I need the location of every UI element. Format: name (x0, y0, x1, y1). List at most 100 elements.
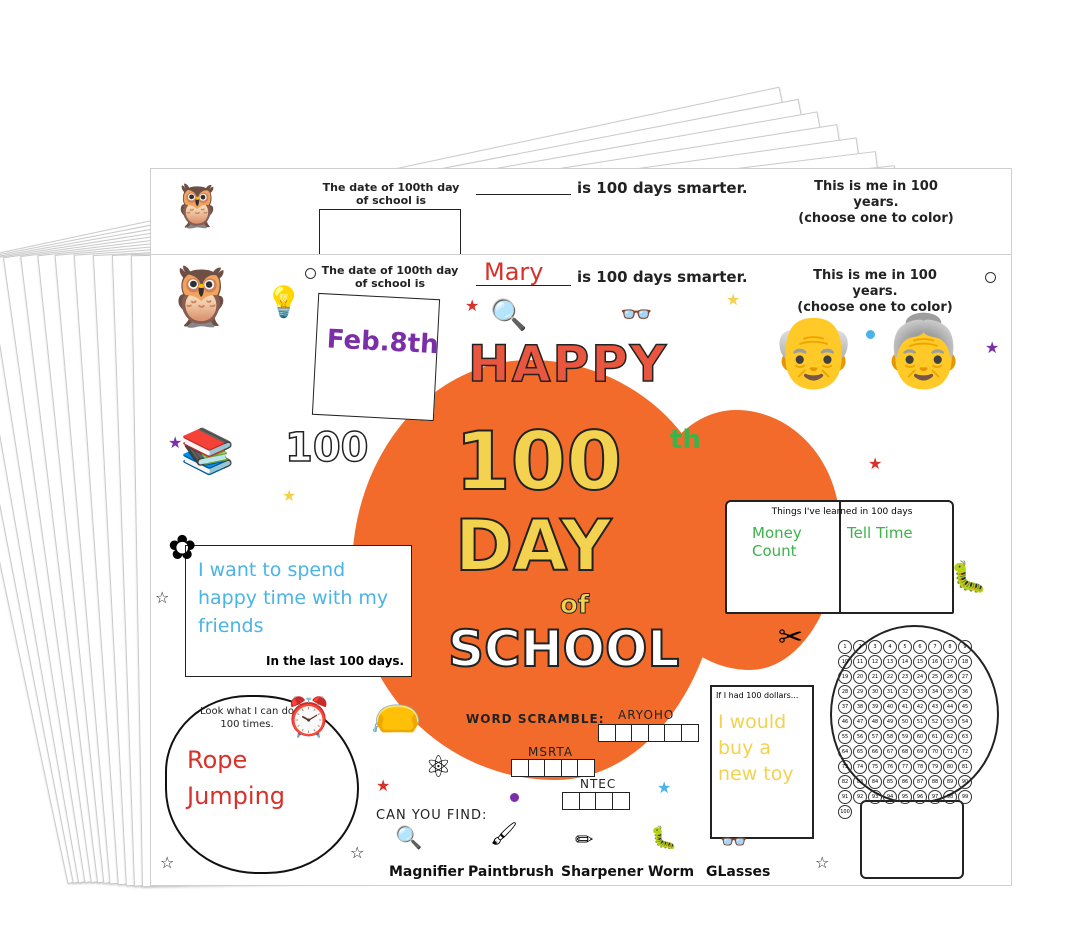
letter-box[interactable] (527, 759, 546, 777)
letter-box[interactable] (664, 724, 682, 742)
learned-right: Tell Time (847, 524, 913, 542)
circle-icon (305, 268, 316, 279)
learned-book: Things I've learned in 100 days Money Co… (725, 500, 954, 614)
gumball: 46 (838, 715, 852, 729)
grandpa-icon: 👴 (770, 310, 858, 392)
dollars-value: I would buy a new toy (718, 711, 794, 785)
gumball: 12 (868, 655, 882, 669)
name-value: Mary (484, 258, 544, 286)
letter-box[interactable] (595, 792, 613, 810)
gumball: 53 (943, 715, 957, 729)
gumball: 81 (958, 760, 972, 774)
paintbrush-icon: 🖌 (490, 822, 518, 847)
gumball: 51 (913, 715, 927, 729)
gumball: 56 (853, 730, 867, 744)
star-icon: ☆ (155, 588, 170, 607)
gumball: 58 (883, 730, 897, 744)
scramble-word: ARYOHO (618, 708, 675, 722)
learned-title: Things I've learned in 100 days (771, 507, 913, 517)
star-icon: ★ (726, 290, 741, 309)
gumball: 17 (943, 655, 957, 669)
find-item: GLasses (706, 864, 771, 880)
gumball: 32 (898, 685, 912, 699)
gumball: 37 (838, 700, 852, 714)
future-sub: (choose one to color) (797, 300, 953, 315)
glasses-icon: 👓 (620, 300, 653, 330)
gumball: 69 (913, 745, 927, 759)
letter-box[interactable] (680, 724, 699, 742)
title-school: SCHOOL (447, 619, 680, 679)
scramble-boxes[interactable] (598, 724, 699, 742)
flower-icon: ✿ (168, 528, 197, 568)
letter-box[interactable] (562, 792, 580, 810)
gumball-machine (830, 625, 999, 804)
star-icon: ★ (465, 296, 480, 315)
sharpener-icon: ✏ (575, 828, 594, 853)
letter-box[interactable] (614, 724, 633, 742)
future-title: This is me in 100 years. (814, 179, 938, 210)
gumball: 72 (958, 745, 972, 759)
gumball: 97 (928, 790, 942, 804)
letter-box[interactable] (577, 759, 595, 777)
letter-box[interactable] (647, 724, 666, 742)
gumball: 8 (943, 640, 957, 654)
gumball: 39 (868, 700, 882, 714)
title-100: 100 (454, 414, 623, 509)
owl-icon: 🦉 (171, 181, 224, 230)
star-icon: ★ (657, 778, 672, 797)
gumball: 19 (838, 670, 852, 684)
gumball: 14 (898, 655, 912, 669)
lightbulb-icon: 💡 (265, 285, 303, 320)
gumball: 50 (898, 715, 912, 729)
gumball: 88 (928, 775, 942, 789)
letter-box[interactable] (544, 759, 562, 777)
gumball: 24 (913, 670, 927, 684)
gumball: 92 (853, 790, 867, 804)
gumball: 33 (913, 685, 927, 699)
letter-box[interactable] (631, 724, 649, 742)
gumball: 30 (868, 685, 882, 699)
gumball: 43 (928, 700, 942, 714)
date-prompt: The date of 100th day of school is (321, 264, 459, 290)
gumball: 25 (928, 670, 942, 684)
star-icon: ★ (868, 454, 883, 473)
gumball: 3 (868, 640, 882, 654)
worm-icon: 🐛 (950, 560, 988, 595)
gumball: 23 (898, 670, 912, 684)
star-icon: ☆ (160, 853, 175, 872)
letter-box[interactable] (560, 759, 579, 777)
gumball: 98 (943, 790, 957, 804)
worm-icon: 🐛 (650, 826, 678, 851)
gumball: 48 (868, 715, 882, 729)
scramble-boxes[interactable] (562, 792, 630, 810)
gumball: 2 (853, 640, 867, 654)
gumball-base (860, 800, 964, 879)
gumball: 89 (943, 775, 957, 789)
find-label: CAN YOU FIND: (376, 808, 488, 823)
gumball: 78 (913, 760, 927, 774)
dollars-scroll: If I had 100 dollars... I would buy a ne… (710, 685, 814, 839)
gumball: 6 (913, 640, 927, 654)
gumball: 5 (898, 640, 912, 654)
letter-box[interactable] (511, 759, 529, 777)
date-prompt: The date of 100th day of school is (322, 181, 460, 207)
owl-icon: 🦉 (165, 262, 238, 330)
gumball: 70 (928, 745, 942, 759)
notepad: Feb.8th (311, 292, 441, 422)
gumball: 82 (838, 775, 852, 789)
gumball: 79 (928, 760, 942, 774)
gumball: 9 (958, 640, 972, 654)
gumball: 60 (913, 730, 927, 744)
letter-box[interactable] (611, 792, 630, 810)
gumball: 63 (958, 730, 972, 744)
letter-box[interactable] (598, 724, 616, 742)
find-item: Magnifier (389, 864, 464, 880)
gumball: 85 (883, 775, 897, 789)
gumball: 52 (928, 715, 942, 729)
gumball: 67 (883, 745, 897, 759)
star-icon: ☆ (350, 843, 365, 862)
letter-box[interactable] (578, 792, 597, 810)
gumball: 21 (868, 670, 882, 684)
scramble-boxes[interactable] (511, 759, 595, 777)
gumball: 35 (943, 685, 957, 699)
